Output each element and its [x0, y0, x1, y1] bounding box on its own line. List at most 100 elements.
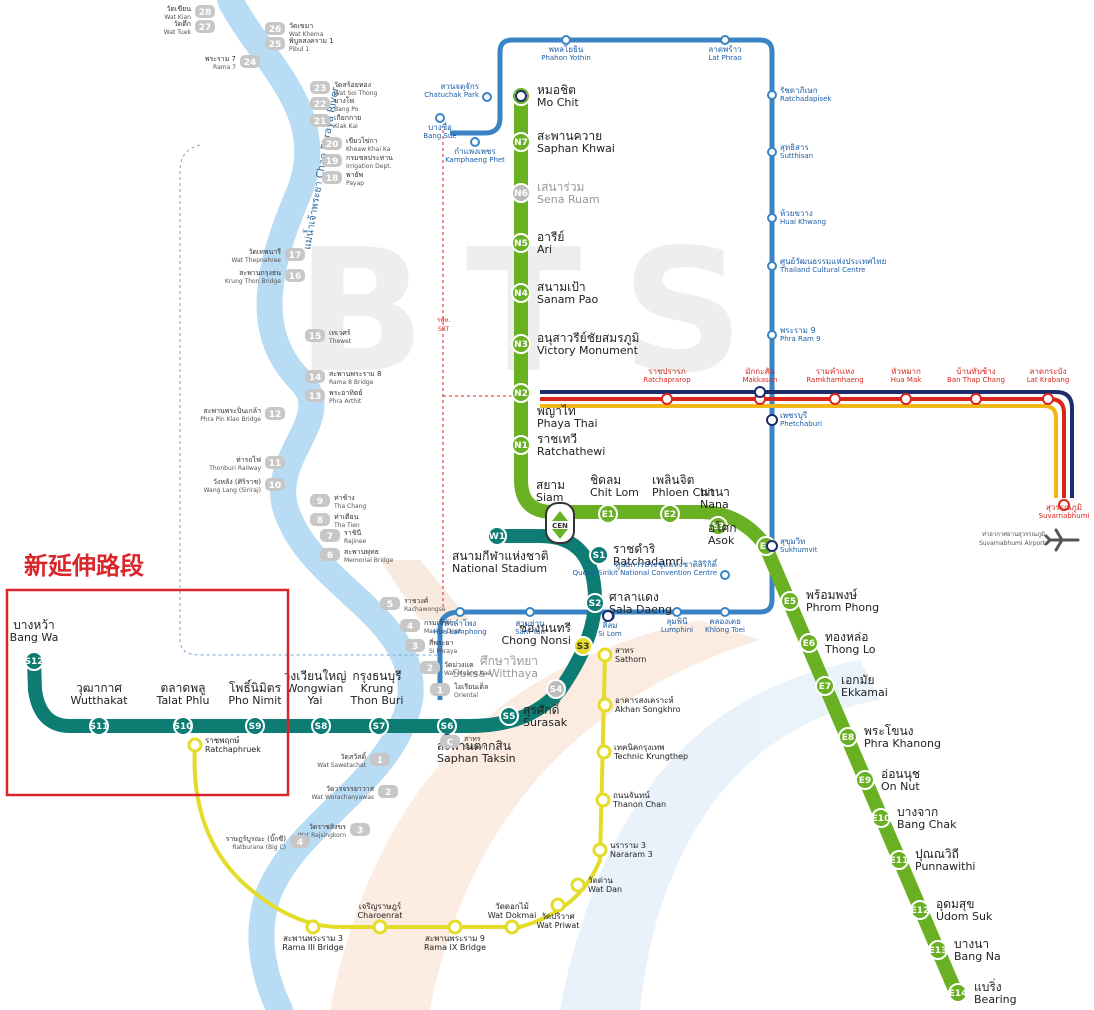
station-n4[interactable]: N4 — [511, 283, 531, 303]
gold-station[interactable] — [305, 919, 321, 935]
station-n1[interactable]: N1 — [511, 435, 531, 455]
arl-station[interactable] — [829, 393, 841, 405]
station-n5[interactable]: N5 — [511, 233, 531, 253]
station-n2[interactable]: N2 — [511, 383, 531, 403]
mrt-station[interactable] — [470, 137, 480, 147]
boat-pier-21[interactable]: 21 — [310, 114, 330, 127]
boat-pier-2[interactable]: 2 — [378, 785, 398, 798]
boat-pier-10[interactable]: 10 — [265, 478, 285, 491]
station-s1[interactable]: S1 — [589, 545, 609, 565]
boat-pier-1[interactable]: 1 — [430, 683, 450, 696]
station-s9[interactable]: S9 — [245, 716, 265, 736]
boat-pier-18[interactable]: 18 — [322, 171, 342, 184]
boat-pier-23[interactable]: 23 — [310, 81, 330, 94]
station-e1[interactable]: E1 — [598, 504, 618, 524]
arl-station[interactable] — [1058, 499, 1070, 511]
arl-station[interactable] — [970, 393, 982, 405]
station-e14[interactable]: E14 — [948, 983, 968, 1003]
station-s10[interactable]: S10 — [173, 716, 193, 736]
station-s3[interactable]: S3 — [573, 636, 593, 656]
gold-station[interactable] — [570, 877, 586, 893]
boat-pier-1[interactable]: 1 — [370, 753, 390, 766]
gold-station[interactable] — [596, 744, 612, 760]
boat-pier-27[interactable]: 27 — [195, 20, 215, 33]
station-e6[interactable]: E6 — [799, 633, 819, 653]
station-e7[interactable]: E7 — [815, 676, 835, 696]
station-n3[interactable]: N3 — [511, 334, 531, 354]
boat-pier-14[interactable]: 14 — [305, 370, 325, 383]
mrt-station[interactable] — [672, 607, 682, 617]
boat-pier-26[interactable]: 26 — [265, 22, 285, 35]
boat-pier-3[interactable]: 3 — [350, 823, 370, 836]
station-e5[interactable]: E5 — [780, 591, 800, 611]
boat-pier-19[interactable]: 19 — [322, 154, 342, 167]
mrt-station[interactable] — [435, 113, 445, 123]
station-s4[interactable]: S4 — [546, 679, 566, 699]
boat-pier-20[interactable]: 20 — [322, 137, 342, 150]
station-s11[interactable]: S11 — [89, 716, 109, 736]
station-w1[interactable]: W1 — [487, 526, 507, 546]
station-cen[interactable]: CEN — [545, 502, 575, 544]
station-n6[interactable]: N6 — [511, 183, 531, 203]
mrt-station[interactable] — [720, 35, 730, 45]
station-e10[interactable]: E10 — [871, 808, 891, 828]
boat-pier-2[interactable]: 2 — [420, 661, 440, 674]
station-s12[interactable]: S12 — [24, 651, 44, 671]
gold-station[interactable] — [447, 919, 463, 935]
mrt-station[interactable] — [561, 35, 571, 45]
boat-pier-11[interactable]: 11 — [265, 456, 285, 469]
mrt-station[interactable] — [455, 607, 465, 617]
station-s7[interactable]: S7 — [369, 716, 389, 736]
boat-pier-17[interactable]: 17 — [285, 248, 305, 261]
boat-pier-3[interactable]: 3 — [405, 639, 425, 652]
station-s5[interactable]: S5 — [499, 706, 519, 726]
boat-pier-7[interactable]: 7 — [320, 529, 340, 542]
gold-station[interactable] — [597, 647, 613, 663]
boat-pier-25[interactable]: 25 — [265, 37, 285, 50]
station-e11[interactable]: E11 — [889, 850, 909, 870]
boat-pier-24[interactable]: 24 — [240, 55, 260, 68]
boat-pier-5[interactable]: 5 — [380, 597, 400, 610]
station-e8[interactable]: E8 — [838, 727, 858, 747]
mrt-station[interactable] — [525, 607, 535, 617]
mrt-station[interactable] — [767, 147, 777, 157]
mrt-station[interactable] — [720, 570, 730, 580]
boat-pier-4[interactable]: 4 — [400, 619, 420, 632]
station-n7[interactable]: N7 — [511, 132, 531, 152]
mrt-station[interactable] — [767, 330, 777, 340]
boat-pier-12[interactable]: 12 — [265, 407, 285, 420]
station-e2[interactable]: E2 — [660, 504, 680, 524]
boat-pier-C[interactable]: C — [440, 735, 460, 748]
boat-pier-13[interactable]: 13 — [305, 389, 325, 402]
boat-pier-28[interactable]: 28 — [195, 5, 215, 18]
boat-pier-16[interactable]: 16 — [285, 269, 305, 282]
arl-station[interactable] — [661, 393, 673, 405]
arl-station[interactable] — [900, 393, 912, 405]
station-s6[interactable]: S6 — [437, 716, 457, 736]
gold-station[interactable] — [597, 697, 613, 713]
gold-station[interactable] — [187, 737, 203, 753]
mrt-station[interactable] — [482, 92, 492, 102]
arl-station[interactable] — [1042, 393, 1054, 405]
mrt-station[interactable] — [767, 90, 777, 100]
mrt-station[interactable] — [767, 213, 777, 223]
boat-pier-8[interactable]: 8 — [310, 513, 330, 526]
boat-pier-9[interactable]: 9 — [310, 494, 330, 507]
gold-station[interactable] — [372, 919, 388, 935]
boat-pier-6[interactable]: 6 — [320, 548, 340, 561]
station-e12[interactable]: E12 — [910, 900, 930, 920]
gold-station[interactable] — [592, 842, 608, 858]
boat-pier-22[interactable]: 22 — [310, 97, 330, 110]
station-s8[interactable]: S8 — [311, 716, 331, 736]
gold-station[interactable] — [550, 897, 566, 913]
station-e3[interactable]: E3 — [708, 516, 728, 536]
mrt-station[interactable] — [767, 261, 777, 271]
station-s2[interactable]: S2 — [585, 593, 605, 613]
mrt-station[interactable] — [720, 607, 730, 617]
station-e13[interactable]: E13 — [928, 940, 948, 960]
gold-station[interactable] — [595, 792, 611, 808]
boat-pier-15[interactable]: 15 — [305, 329, 325, 342]
gold-station[interactable] — [504, 919, 520, 935]
station-e9[interactable]: E9 — [855, 770, 875, 790]
boat-pier-4[interactable]: 4 — [290, 835, 310, 848]
